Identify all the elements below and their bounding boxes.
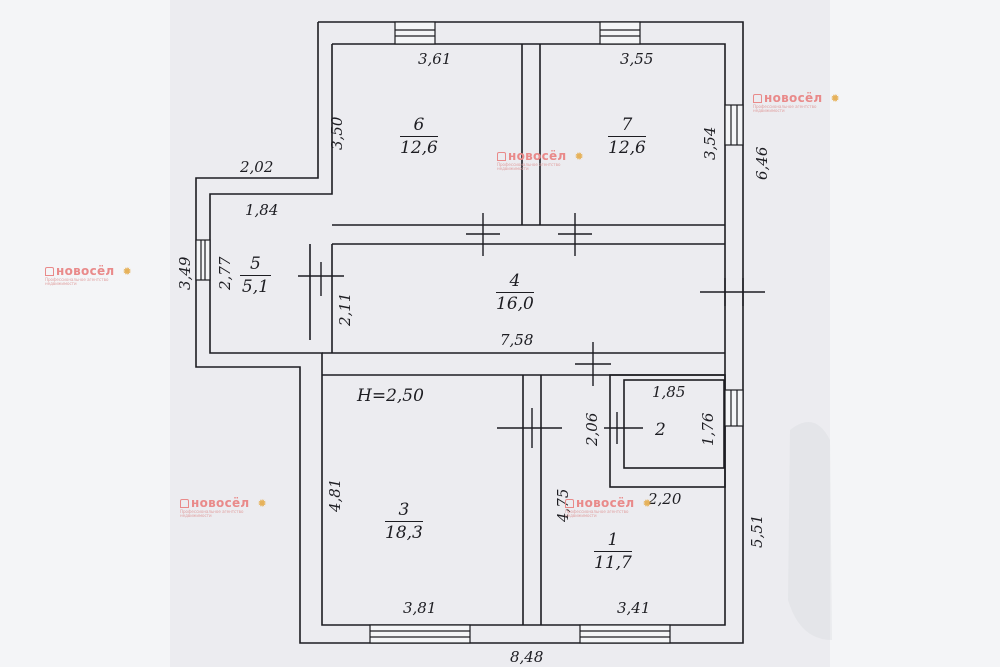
watermark-logo: новосёл ✹ Профессиональное агентство недв… [497, 150, 584, 171]
dim-5-51: 5,51 [748, 514, 766, 548]
room-area: 12,6 [400, 138, 438, 158]
window-right-7 [724, 104, 744, 146]
room-3-label: 3 18,3 [385, 502, 423, 542]
dim-1-84: 1,84 [245, 201, 279, 219]
watermark-logo: новосёл ✹ Профессиональное агентство недв… [45, 265, 132, 286]
watermark-brand: новосёл [508, 149, 567, 163]
dim-1-76: 1,76 [699, 412, 717, 446]
window-left-5 [195, 239, 211, 281]
watermark-tagline: Профессиональное агентство недвижимости [180, 509, 244, 518]
watermark-tagline: Профессиональное агентство недвижимости [497, 162, 561, 171]
room-number: 2 [655, 420, 666, 440]
dim-8-48: 8,48 [510, 648, 544, 666]
room-number: 6 [400, 117, 438, 137]
star-icon: ✹ [642, 496, 652, 510]
dim-3-41: 3,41 [617, 599, 651, 617]
paper-background [170, 0, 830, 667]
star-icon: ✹ [257, 496, 267, 510]
room-7-label: 7 12,6 [608, 117, 646, 157]
house-icon [180, 498, 189, 508]
dim-3-55: 3,55 [620, 50, 654, 68]
watermark-tagline: Профессиональное агентство недвижимости [565, 509, 629, 518]
dim-2-11: 2,11 [336, 292, 354, 326]
house-icon [45, 266, 54, 276]
room-2-wall-inner [623, 379, 725, 469]
room-2-wall-outer [609, 374, 726, 488]
house-icon [565, 498, 574, 508]
watermark-logo: новосёл ✹ Профессиональное агентство недв… [753, 92, 840, 113]
watermark-tagline: Профессиональное агентство недвижимости [753, 104, 817, 113]
watermark-tagline: Профессиональное агентство недвижимости [45, 277, 109, 286]
house-icon [753, 93, 762, 103]
window-top-left [394, 21, 436, 45]
room-number: 1 [594, 532, 632, 552]
room-number: 4 [496, 273, 534, 293]
room-number: 7 [608, 117, 646, 137]
window-top-right [599, 21, 641, 45]
dim-2-02: 2,02 [240, 158, 274, 176]
dim-3-49: 3,49 [176, 256, 194, 290]
room-number: 5 [240, 256, 271, 276]
star-icon: ✹ [574, 149, 584, 163]
dim-6-46: 6,46 [753, 146, 771, 180]
dim-3-54: 3,54 [701, 126, 719, 160]
window-right-2 [724, 389, 744, 427]
room-area: 12,6 [608, 138, 646, 158]
window-bottom-left [369, 624, 471, 644]
room-area: 16,0 [496, 294, 534, 314]
room-1-label: 1 11,7 [594, 532, 632, 572]
room-6-label: 6 12,6 [400, 117, 438, 157]
room-area: 18,3 [385, 523, 423, 543]
window-bottom-right [579, 624, 671, 644]
room-area: 5,1 [241, 277, 269, 297]
dim-2-20: 2,20 [648, 490, 682, 508]
watermark-logo: новосёл ✹ Профессиональное агентство недв… [565, 497, 652, 518]
dim-7-58: 7,58 [500, 331, 534, 349]
watermark-brand: новосёл [576, 496, 635, 510]
room-2-label: 2 [655, 422, 666, 439]
scan-smudge [788, 422, 832, 640]
ceiling-height-label: H=2,50 [357, 386, 424, 406]
dim-3-50: 3,50 [328, 116, 346, 150]
outer-wall-inner [209, 43, 726, 626]
dim-2-77: 2,77 [216, 256, 234, 290]
room-4-label: 4 16,0 [496, 273, 534, 313]
star-icon: ✹ [122, 264, 132, 278]
dim-4-81: 4,81 [326, 478, 344, 512]
dim-2-06: 2,06 [583, 412, 601, 446]
watermark-brand: новосёл [191, 496, 250, 510]
room-area: 11,7 [594, 553, 632, 573]
house-icon [497, 151, 506, 161]
watermark-brand: новосёл [56, 264, 115, 278]
watermark-brand: новосёл [764, 91, 823, 105]
star-icon: ✹ [830, 91, 840, 105]
watermark-logo: новосёл ✹ Профессиональное агентство недв… [180, 497, 267, 518]
dim-3-81: 3,81 [403, 599, 437, 617]
room-number: 3 [385, 502, 423, 522]
room-5-label: 5 5,1 [240, 256, 271, 296]
dim-3-61: 3,61 [418, 50, 452, 68]
dim-1-85: 1,85 [652, 383, 686, 401]
outer-wall-outer [195, 21, 744, 644]
